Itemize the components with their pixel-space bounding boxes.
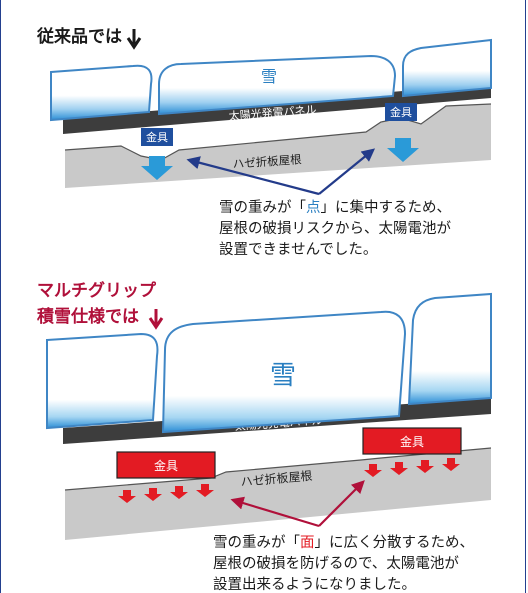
callout-arrow-icon bbox=[230, 496, 320, 528]
conventional-caption-line3: 設置できませんでした。 bbox=[219, 241, 377, 258]
force-arrow-icon bbox=[118, 490, 136, 503]
conventional-snow-left bbox=[50, 64, 153, 122]
force-arrow-icon bbox=[170, 486, 188, 499]
down-arrow-icon bbox=[148, 309, 164, 330]
multigrip-caption-line3: 設置出来るようになりました。 bbox=[213, 576, 416, 593]
multigrip-bracket-left bbox=[116, 451, 216, 479]
callout-arrow-icon bbox=[318, 480, 365, 527]
conventional-snow-label: 雪 bbox=[261, 67, 277, 86]
multigrip-snow-right bbox=[407, 292, 492, 406]
multigrip-bracket-right-label: 金具 bbox=[400, 434, 424, 449]
distributed-force-arrows bbox=[118, 458, 460, 503]
multigrip-snow-left bbox=[46, 332, 159, 430]
force-arrow-icon bbox=[442, 458, 460, 471]
force-arrow-icon bbox=[141, 156, 173, 180]
conventional-caption-line2: 屋根の破損リスクから、太陽電池が bbox=[219, 220, 451, 237]
multigrip-snow-label: 雪 bbox=[270, 361, 296, 391]
callout-arrow-icon bbox=[318, 148, 376, 195]
force-arrow-icon bbox=[416, 460, 434, 473]
force-arrow-icon bbox=[196, 484, 214, 497]
conventional-roof-label: ハゼ折板屋根 bbox=[232, 152, 302, 171]
callout-arrow-icon bbox=[186, 156, 320, 196]
multigrip-roof-label: ハゼ折板屋根 bbox=[240, 468, 313, 489]
down-arrow-icon bbox=[126, 29, 142, 50]
conventional-snow-main bbox=[158, 54, 397, 116]
conventional-caption-line1: 雪の重みが「点」に集中するため、 bbox=[219, 199, 451, 216]
multigrip-heading-line2: 積雪仕様では bbox=[37, 306, 139, 327]
conventional-bracket-left-label: 金具 bbox=[146, 130, 168, 144]
conventional-section: 従来品では ハゼ折板屋根 太陽光発電パネル 雪 金具 金具 雪の重みが「点」に集… bbox=[36, 26, 492, 258]
conventional-bracket-right-label: 金具 bbox=[390, 105, 412, 119]
multigrip-caption-line1: 雪の重みが「面」に広く分散するため、 bbox=[213, 534, 474, 551]
conventional-roof-edge bbox=[64, 103, 492, 161]
force-arrow-icon bbox=[364, 464, 382, 477]
force-arrow-icon bbox=[387, 138, 419, 162]
force-arrow-icon bbox=[144, 488, 162, 501]
conventional-bracket-left bbox=[141, 128, 173, 146]
multigrip-snow-main bbox=[161, 310, 407, 434]
multigrip-bracket-left-label: 金具 bbox=[154, 458, 178, 473]
multigrip-caption-line2: 屋根の破損を防げるので、太陽電池が bbox=[213, 555, 459, 572]
multigrip-section: マルチグリップ 積雪仕様では ハゼ折板屋根 太陽光発電パネル 雪 金具 金具 bbox=[37, 280, 492, 593]
multigrip-bracket-right bbox=[362, 427, 462, 455]
conventional-snow-right bbox=[402, 38, 492, 98]
force-arrow-icon bbox=[390, 462, 408, 475]
multigrip-roof bbox=[65, 448, 491, 540]
conventional-heading: 従来品では bbox=[36, 26, 122, 47]
multigrip-heading-line1: マルチグリップ bbox=[37, 280, 157, 301]
multigrip-roof-edge bbox=[64, 447, 492, 491]
conventional-bracket-right bbox=[385, 103, 417, 121]
